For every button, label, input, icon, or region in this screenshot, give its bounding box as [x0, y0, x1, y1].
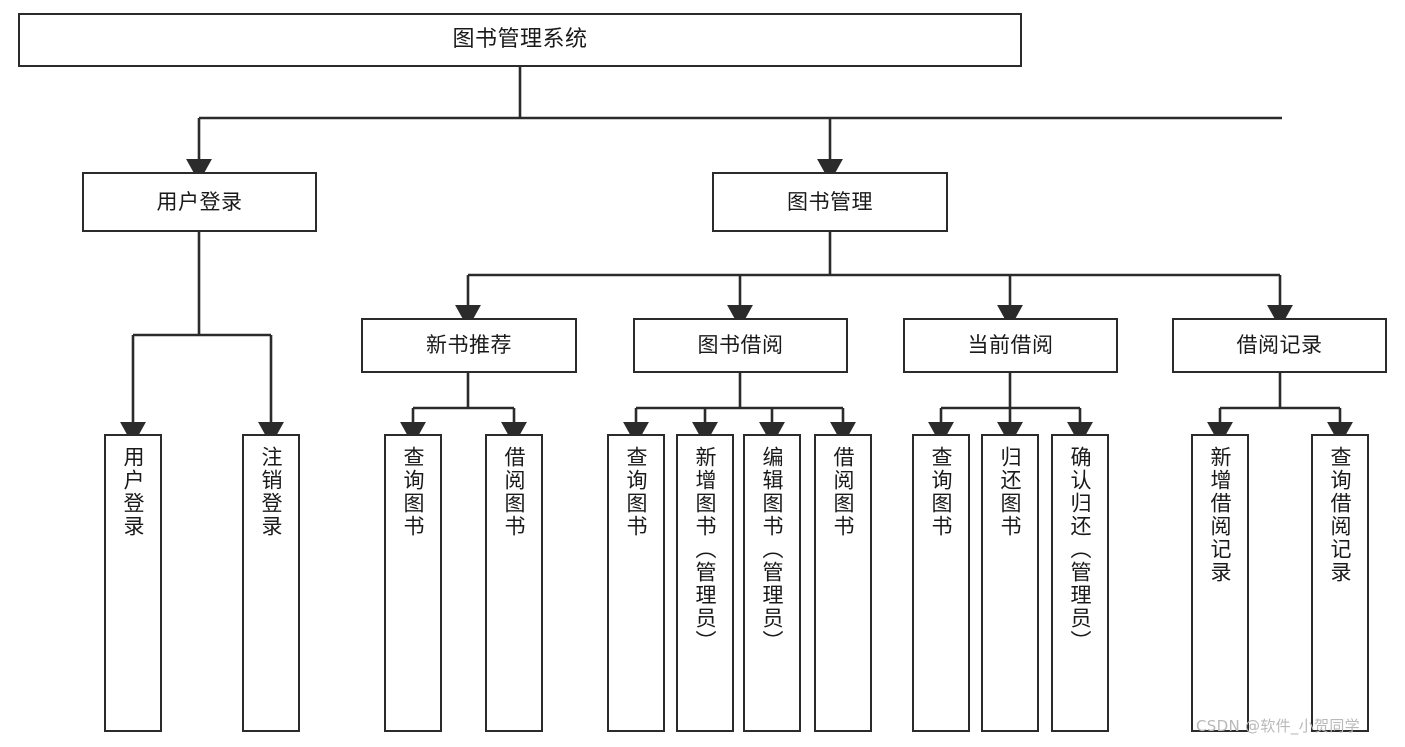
leaf-user-login[interactable]: 用户登录: [104, 434, 162, 732]
leaf-borrow-query-book[interactable]: 查询图书: [607, 434, 665, 732]
node-label: 确认归还（管理员）: [1068, 446, 1093, 653]
node-label: 新书推荐: [426, 333, 512, 358]
node-label: 查询图书: [929, 446, 954, 538]
watermark: CSDN @软件_小贺同学: [1196, 717, 1360, 735]
node-label: 注销登录: [259, 446, 284, 538]
node-book-management[interactable]: 图书管理: [712, 172, 948, 232]
node-new-book-recommend[interactable]: 新书推荐: [361, 318, 577, 373]
leaf-current-confirm-return-admin[interactable]: 确认归还（管理员）: [1051, 434, 1109, 732]
leaf-user-logout[interactable]: 注销登录: [242, 434, 300, 732]
node-label: 借阅图书: [502, 446, 527, 538]
node-label: 查询图书: [401, 446, 426, 538]
leaf-recommend-query-book[interactable]: 查询图书: [384, 434, 442, 732]
node-book-borrow[interactable]: 图书借阅: [633, 318, 848, 373]
node-label: 图书借阅: [697, 333, 784, 358]
node-root-system[interactable]: 图书管理系统: [18, 13, 1022, 67]
node-user-login[interactable]: 用户登录: [82, 172, 317, 232]
node-label: 查询图书: [624, 446, 649, 538]
leaf-borrow-add-book-admin[interactable]: 新增图书（管理员）: [676, 434, 734, 732]
leaf-borrow-borrow-book[interactable]: 借阅图书: [814, 434, 872, 732]
node-label: 用户登录: [156, 189, 243, 214]
node-label: 编辑图书（管理员）: [760, 446, 785, 653]
node-label: 图书管理: [787, 189, 873, 214]
node-label: 新增图书（管理员）: [693, 446, 718, 653]
node-label: 归还图书: [998, 446, 1023, 538]
node-label: 借阅图书: [831, 446, 856, 538]
leaf-current-query-book[interactable]: 查询图书: [912, 434, 970, 732]
node-current-borrow[interactable]: 当前借阅: [903, 318, 1118, 373]
leaf-borrow-edit-book-admin[interactable]: 编辑图书（管理员）: [743, 434, 801, 732]
node-label: 用户登录: [121, 446, 146, 538]
leaf-record-query-record[interactable]: 查询借阅记录: [1311, 434, 1369, 732]
node-borrow-record[interactable]: 借阅记录: [1172, 318, 1387, 373]
node-label: 当前借阅: [967, 333, 1054, 358]
node-label: 查询借阅记录: [1328, 446, 1353, 584]
node-label: 借阅记录: [1236, 333, 1323, 358]
node-label: 新增借阅记录: [1208, 446, 1233, 584]
node-label: 图书管理系统: [452, 27, 588, 53]
leaf-record-add-record[interactable]: 新增借阅记录: [1191, 434, 1249, 732]
leaf-recommend-borrow-book[interactable]: 借阅图书: [485, 434, 543, 732]
leaf-current-return-book[interactable]: 归还图书: [981, 434, 1039, 732]
